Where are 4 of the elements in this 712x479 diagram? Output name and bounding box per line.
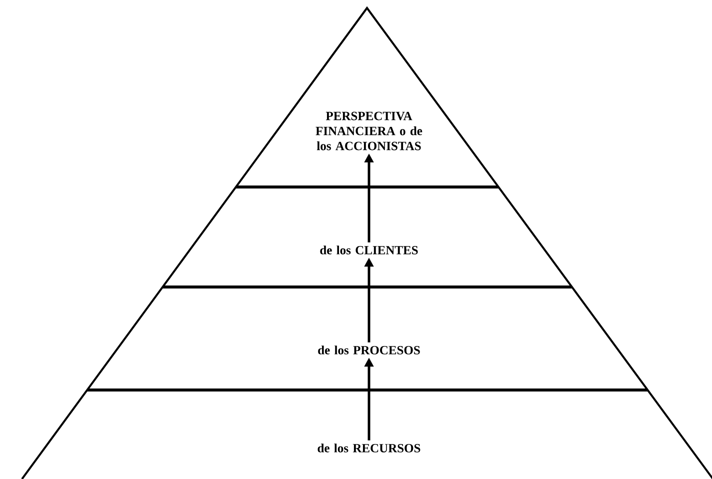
level-label: PERSPECTIVA FINANCIERA o de los ACCIONISTAS: [316, 112, 422, 150]
level-label: de los PROCESOS: [318, 346, 420, 354]
level-label: de los RECURSOS: [318, 444, 420, 452]
level-label: de los CLIENTES: [320, 246, 418, 254]
